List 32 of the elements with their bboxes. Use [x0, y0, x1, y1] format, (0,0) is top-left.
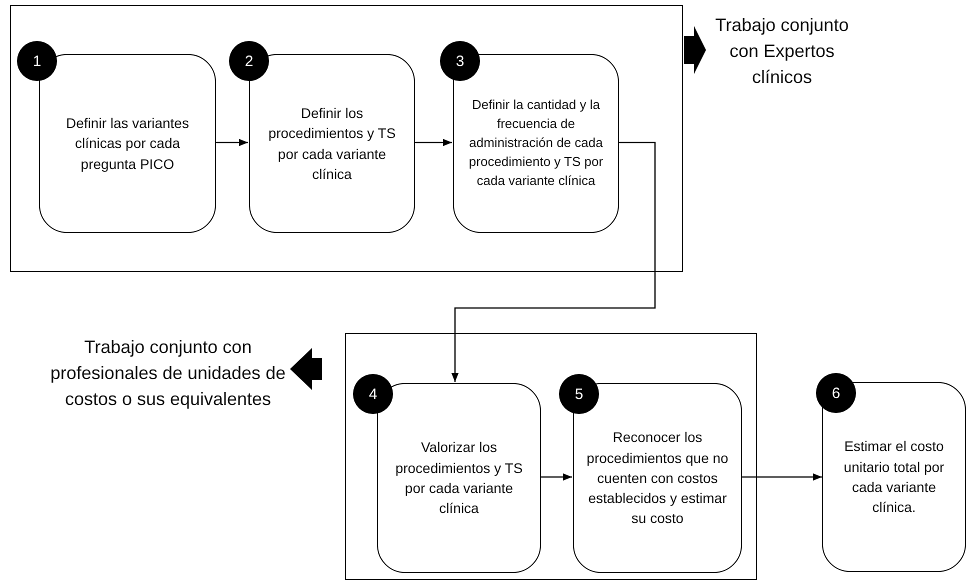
- step-number: 3: [456, 52, 464, 70]
- step-text: Definir los procedimientos y TS por cada variante clínica: [267, 104, 397, 184]
- arrow: [414, 138, 452, 146]
- process-box: [453, 54, 619, 233]
- step-number-circle: [17, 41, 57, 81]
- step-number: 4: [368, 386, 378, 402]
- note-text: Trabajo conjunto con profesionales de unidades de costos o sus equivalentes: [49, 336, 287, 412]
- step-text: Definir las variantes clínicas por cada pregunta PICO: [65, 114, 190, 174]
- step-number: 2: [244, 52, 254, 70]
- arrow: [451, 142, 656, 382]
- step-number: 1: [32, 52, 42, 70]
- arrow: [540, 473, 572, 481]
- step-text: Reconocer los procedimientos que no cuenten con costos establecidos y estimar su costo: [586, 428, 730, 528]
- step-number: 6: [832, 384, 840, 402]
- step-number-circle: [353, 374, 393, 414]
- step-text: Valorizar los procedimientos y TS por cada variante clínica: [394, 438, 524, 518]
- step-number: 5: [574, 386, 584, 402]
- group-frame: [10, 5, 683, 272]
- step-number-circle: [229, 41, 269, 81]
- process-box: [377, 383, 541, 573]
- group-frame: [345, 333, 757, 580]
- process-box: [822, 382, 966, 572]
- step-text: Estimar el costo unitario total por cada variante clínica.: [842, 437, 946, 518]
- step-number-circle: [816, 373, 856, 413]
- step-number-circle: [440, 41, 480, 81]
- arrow: [741, 473, 822, 481]
- step-text: Definir la cantidad y la frecuencia de administración de cada procedimiento y TS por cada variante clínica: [468, 96, 604, 190]
- process-box: [573, 383, 742, 573]
- step-number-circle: [559, 374, 599, 414]
- arrow: [215, 138, 248, 146]
- process-box: [39, 54, 216, 233]
- note-text: Trabajo conjunto con Expertos clínicos: [714, 14, 850, 90]
